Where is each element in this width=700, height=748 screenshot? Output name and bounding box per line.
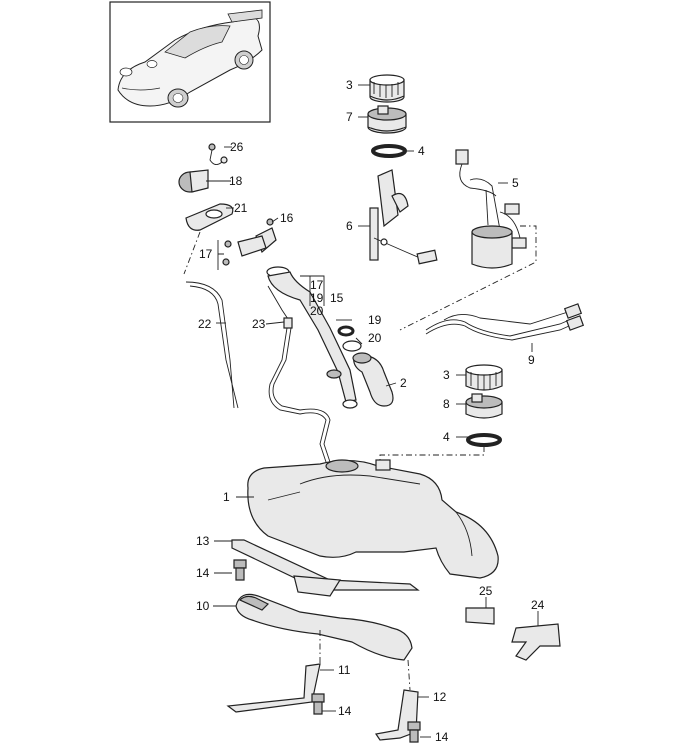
callout-18: 18 bbox=[229, 174, 243, 188]
callout-3-upper: 3 bbox=[346, 78, 353, 92]
part-7-flange-upper bbox=[367, 105, 407, 134]
part-4-seal-lower bbox=[466, 433, 502, 447]
part-13-strap bbox=[231, 539, 420, 597]
callout-8: 8 bbox=[443, 397, 450, 411]
part-14-bolt-upper bbox=[233, 559, 247, 581]
callout-14-upper: 14 bbox=[196, 566, 210, 580]
callout-7: 7 bbox=[346, 110, 353, 124]
part-6-level-sensor bbox=[369, 169, 438, 265]
callout-19-small: 19 bbox=[368, 313, 382, 327]
callout-20-small: 20 bbox=[368, 331, 382, 345]
callout-25: 25 bbox=[479, 584, 493, 598]
callout-6: 6 bbox=[346, 219, 353, 233]
part-14-bolt-middle bbox=[311, 693, 325, 715]
callout-22: 22 bbox=[198, 317, 212, 331]
part-8-flange-lower bbox=[465, 393, 503, 419]
callout-21: 21 bbox=[234, 201, 248, 215]
callout-23: 23 bbox=[252, 317, 266, 331]
part-1-fuel-tank bbox=[247, 459, 499, 579]
callout-24: 24 bbox=[531, 598, 545, 612]
vehicle-thumbnail bbox=[109, 1, 271, 123]
callout-5: 5 bbox=[512, 176, 519, 190]
callout-9: 9 bbox=[528, 353, 535, 367]
callout-2: 2 bbox=[400, 376, 407, 390]
part-15-filler-neck bbox=[266, 266, 358, 409]
part-4-seal-upper bbox=[371, 144, 407, 158]
callout-14-middle: 14 bbox=[338, 704, 352, 718]
part-19-ring bbox=[337, 325, 355, 337]
part-2-hose bbox=[352, 352, 394, 407]
part-9-fuel-lines bbox=[425, 303, 585, 341]
part-11-strap bbox=[226, 663, 321, 713]
callout-11: 11 bbox=[338, 663, 351, 677]
callout-16: 16 bbox=[280, 211, 294, 225]
callout-12: 12 bbox=[433, 690, 447, 704]
part-3-lock-ring-upper bbox=[369, 74, 405, 103]
callout-19-right: 19 bbox=[310, 291, 324, 305]
part-5-fuel-pump-module bbox=[455, 149, 527, 269]
part-3-lock-ring-lower bbox=[465, 364, 503, 391]
part-26-connector bbox=[208, 143, 228, 165]
part-16-clip bbox=[222, 218, 277, 266]
callout-10: 10 bbox=[196, 599, 210, 613]
callout-4-upper: 4 bbox=[418, 144, 425, 158]
callout-3-lower: 3 bbox=[443, 368, 450, 382]
callout-17-left: 17 bbox=[199, 247, 213, 261]
callout-4-lower: 4 bbox=[443, 430, 450, 444]
part-14-bolt-lower bbox=[407, 721, 421, 743]
callout-1: 1 bbox=[223, 490, 230, 504]
callout-20-right: 20 bbox=[310, 304, 324, 318]
part-22-drain-hose bbox=[185, 281, 239, 409]
part-24-bracket bbox=[511, 623, 561, 661]
callout-26: 26 bbox=[230, 140, 244, 154]
part-10-heat-shield bbox=[235, 593, 413, 661]
part-21-filler-flap bbox=[185, 203, 234, 231]
car-illustration-icon bbox=[117, 9, 263, 108]
callout-13: 13 bbox=[196, 534, 210, 548]
part-23-vent-hose bbox=[268, 317, 331, 463]
part-18-filler-cap bbox=[178, 169, 209, 193]
callout-15: 15 bbox=[330, 291, 344, 305]
part-25-pad bbox=[465, 607, 495, 625]
callout-14-lower: 14 bbox=[435, 730, 449, 744]
callout-17-right: 17 bbox=[310, 278, 324, 292]
part-20-seal bbox=[342, 340, 362, 352]
